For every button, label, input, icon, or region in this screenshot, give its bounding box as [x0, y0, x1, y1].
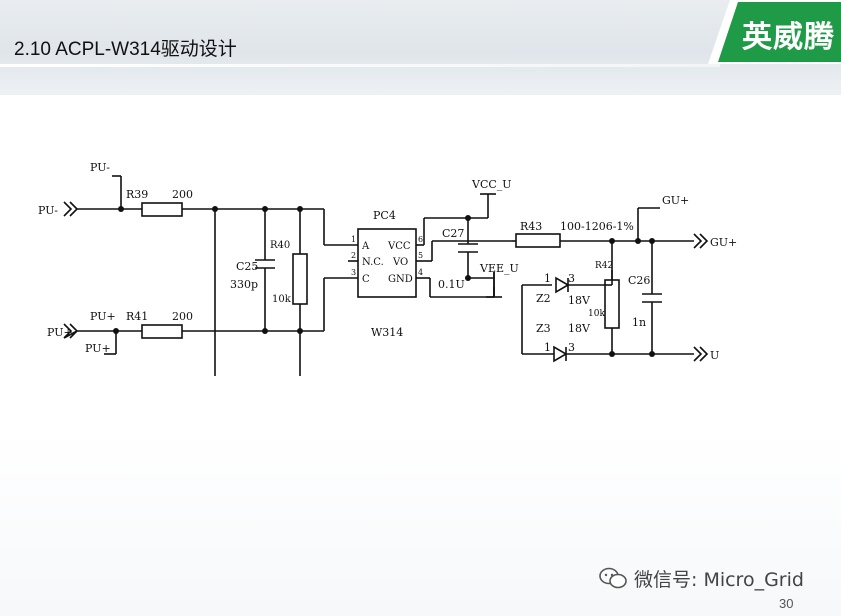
label-r39-value: 200: [172, 188, 193, 201]
slide-title: 2.10 ACPL-W314驱动设计: [14, 39, 237, 60]
label-r42: R42: [595, 261, 613, 271]
ic-pin-vcc: VCC: [387, 241, 411, 252]
schematic-diagram: PU- PU- R39 200 PU+ PU+ PU+ R41 200 R40 …: [38, 161, 737, 376]
r39-body: [141, 202, 183, 217]
wechat-icon: [599, 567, 627, 589]
r40-body: [292, 253, 308, 305]
gu-output-arrow: [693, 233, 709, 249]
z3-diode: [553, 345, 568, 363]
label-pu-plus-top: PU+: [90, 310, 116, 323]
ic-pin-6-num: 6: [418, 235, 423, 244]
label-r40: R40: [270, 240, 290, 251]
watermark-text: 微信号: Micro_Grid: [634, 568, 804, 591]
label-z2-pin1: 1: [544, 272, 551, 285]
label-c27-value: 0.1U: [438, 278, 465, 291]
ic-pin-3-num: 3: [351, 268, 356, 277]
r43-body: [515, 233, 561, 248]
z2-diode: [555, 276, 570, 294]
company-logo: [708, 0, 841, 64]
label-r40-value: 10k: [272, 294, 292, 305]
label-z2-pin3: 3: [568, 272, 575, 285]
label-z3-value: 18V: [568, 322, 591, 335]
ic-pin-gnd: GND: [388, 274, 413, 285]
label-z3-pin1: 1: [544, 341, 551, 354]
schematic-figure: PU- PU- R39 200 PU+ PU+ PU+ R41 200 R40 …: [22, 142, 742, 376]
label-c25: C25: [236, 260, 258, 273]
header-banner: [0, 0, 841, 95]
label-pu-plus: PU+: [47, 326, 73, 339]
pc4-ic-body: [357, 228, 417, 298]
label-vee-u: VEE_U: [479, 262, 519, 275]
label-z2: Z2: [536, 292, 551, 305]
ic-pin-c: C: [362, 274, 370, 285]
u-output-arrow: [693, 346, 709, 362]
header-divider: [0, 64, 720, 67]
r41-body: [141, 324, 183, 339]
label-u-out: U: [710, 349, 719, 362]
logo-text: 英威腾: [742, 20, 835, 55]
label-gu-out: GU+: [710, 236, 737, 249]
label-c27: C27: [442, 227, 464, 240]
ic-pin-a: A: [361, 241, 370, 252]
label-pu-minus-stub: PU-: [90, 161, 110, 174]
label-r39: R39: [126, 188, 148, 201]
r42-body: [604, 279, 620, 329]
label-r41-value: 200: [172, 310, 193, 323]
label-r43: R43: [520, 220, 542, 233]
label-gu-plus-stub: GU+: [662, 194, 689, 207]
ic-pin-2-num: 2: [351, 251, 356, 260]
label-c26-value: 1n: [632, 316, 646, 329]
pu-minus-input-arrow: [63, 201, 79, 217]
ic-pin-vo: VO: [392, 257, 408, 268]
ic-pin-4-num: 4: [418, 268, 423, 277]
label-c26: C26: [628, 274, 650, 287]
label-pu-minus: PU-: [38, 204, 58, 217]
label-z2-value: 18V: [568, 294, 591, 307]
ic-pin-nc: N.C.: [362, 257, 384, 268]
ic-pin-5-num: 5: [418, 251, 423, 260]
label-pu-plus-stub: PU+: [85, 342, 111, 355]
label-w314: W314: [371, 326, 403, 339]
label-c25-value: 330p: [230, 278, 258, 291]
label-vcc-u: VCC_U: [471, 178, 512, 191]
label-pc4: PC4: [373, 209, 396, 222]
label-r43-value: 100-1206-1%: [560, 220, 634, 233]
ic-pin-1-num: 1: [351, 235, 356, 244]
label-z3-pin3: 3: [568, 341, 575, 354]
label-r41: R41: [126, 310, 148, 323]
page-number: 30: [779, 596, 794, 611]
wechat-watermark: 微信号: Micro_Grid: [598, 566, 804, 591]
label-r42-value: 10k: [588, 309, 605, 319]
label-z3: Z3: [536, 322, 551, 335]
